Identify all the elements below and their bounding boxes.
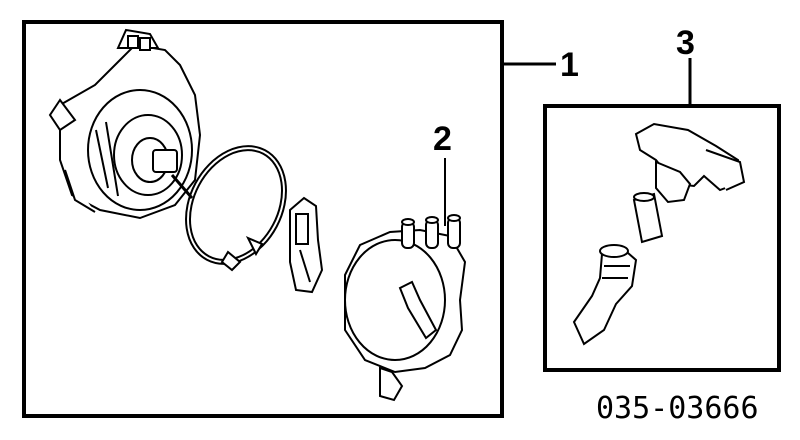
assembly-frame — [22, 20, 504, 418]
coil-frame — [543, 104, 781, 372]
callout-1: 1 — [560, 46, 579, 84]
coil-spring-icon — [632, 192, 664, 244]
diagram-number: 035-03666 — [596, 391, 759, 426]
ignition-coil-icon — [634, 122, 746, 204]
callout-2: 2 — [433, 120, 452, 158]
o-ring-icon — [185, 145, 287, 272]
distributor-body-icon — [48, 28, 202, 220]
coil-boot-icon — [572, 244, 638, 346]
rotor-icon — [289, 196, 324, 294]
distributor-cap-icon — [344, 214, 467, 402]
callout-3: 3 — [676, 24, 695, 62]
